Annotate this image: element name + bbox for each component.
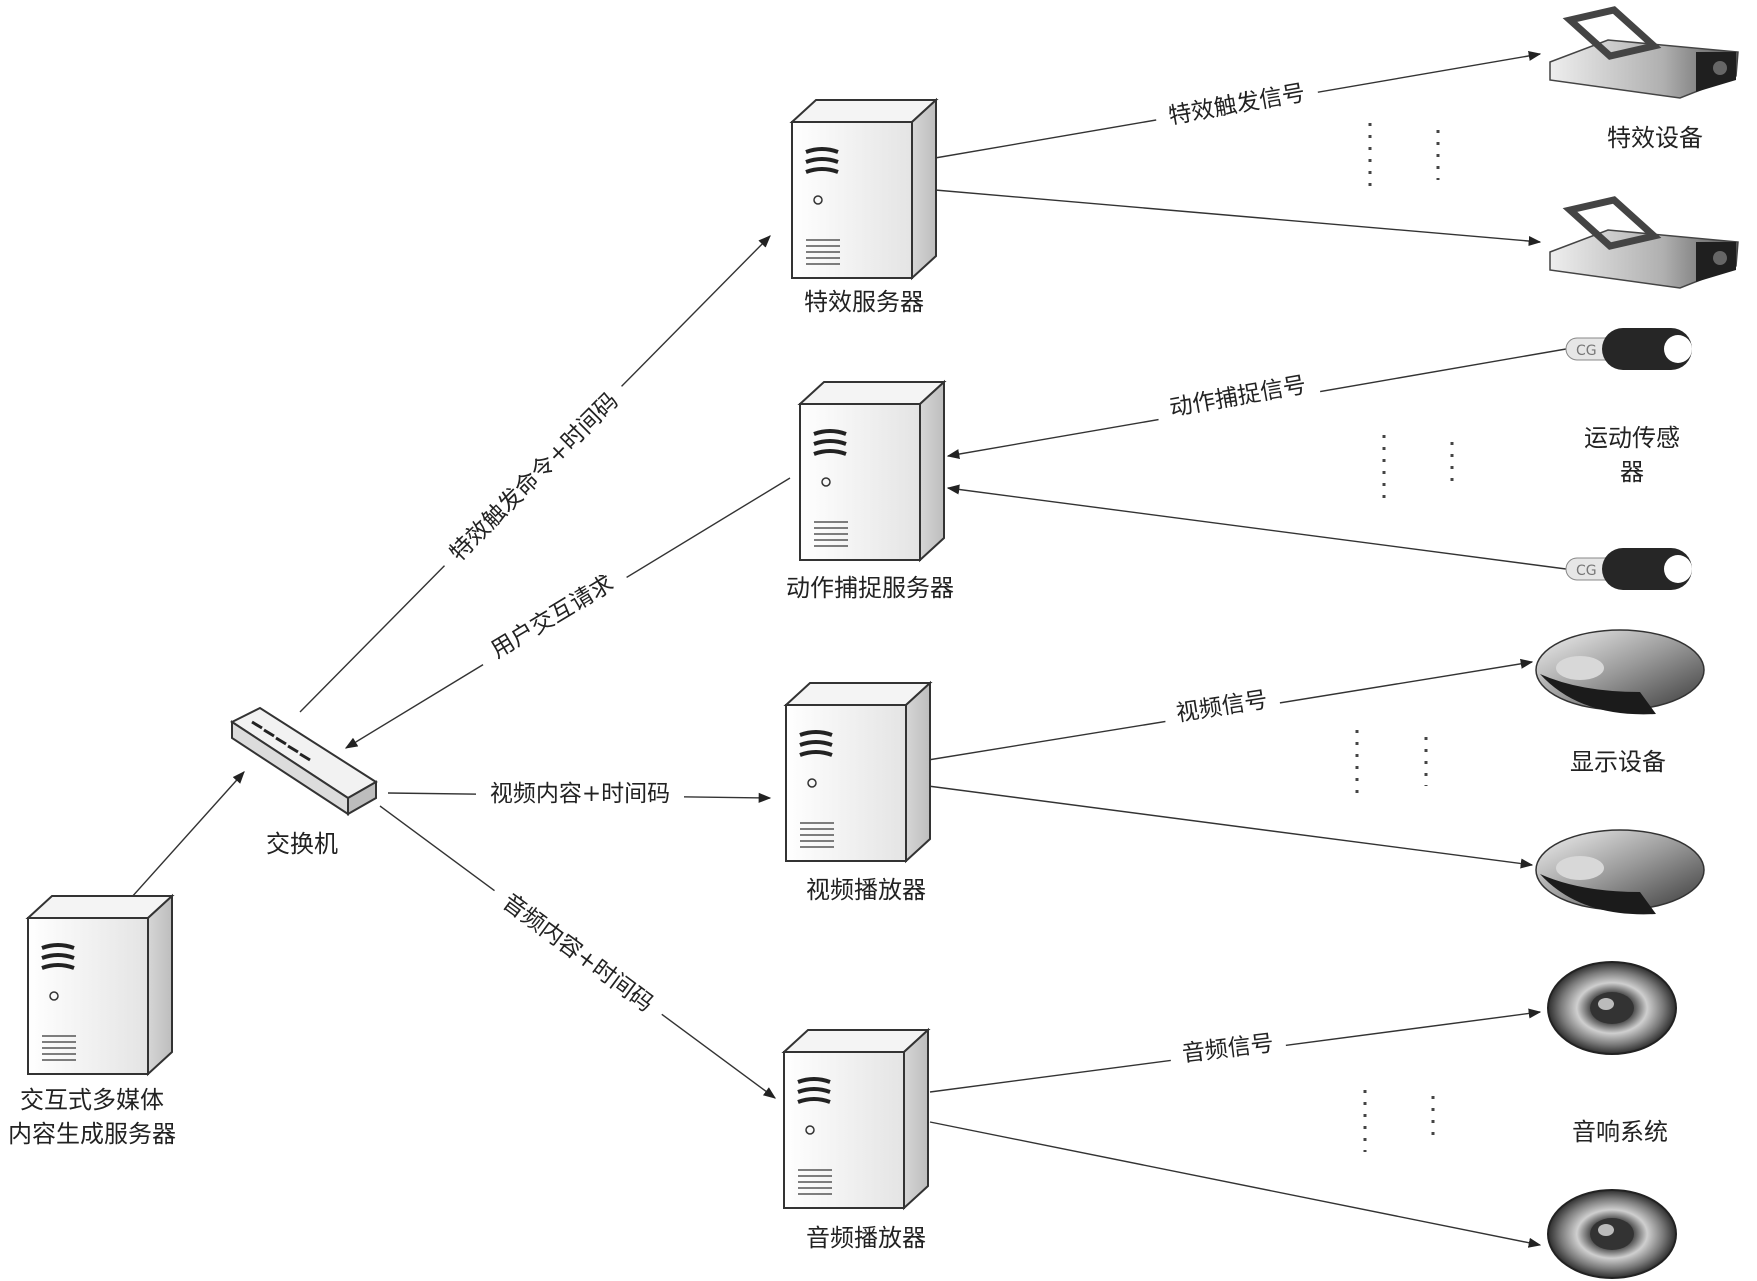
mocap-server-label: 动作捕捉服务器 — [786, 574, 954, 602]
switch: 交换机 — [229, 706, 378, 858]
motion-sensor-label-line2: 器 — [1620, 458, 1644, 486]
fx-device-label: 特效设备 — [1607, 124, 1703, 152]
mocap-server: 动作捕捉服务器 — [786, 380, 954, 602]
server-tower-icon — [790, 98, 938, 280]
content-server-label-line1: 交互式多媒体 — [20, 1086, 164, 1114]
ellipsis-speakers — [1363, 1090, 1435, 1152]
display-device-label: 显示设备 — [1570, 748, 1666, 776]
edge-label-user-request: 用户交互请求 — [487, 570, 619, 663]
edge-label-audio-content: 音频内容+时间码 — [497, 889, 657, 1017]
svg-text:CG: CG — [1576, 563, 1597, 579]
projector-icon — [1535, 829, 1705, 915]
edge-fx-device-2 — [934, 189, 1542, 247]
content-server-label-line2: 内容生成服务器 — [8, 1120, 176, 1148]
server-tower-icon — [798, 380, 946, 562]
projector-icon — [1535, 629, 1705, 715]
motion-sensor-icon: CG — [1565, 328, 1692, 370]
svg-text:CG: CG — [1576, 343, 1597, 359]
server-tower-icon — [784, 681, 932, 863]
speaker-icon — [1547, 1189, 1677, 1279]
switch-label: 交换机 — [266, 830, 338, 858]
edge-label-fx-trigger-cmd: 特效触发命令+时间码 — [445, 388, 623, 566]
fx-device-2 — [1549, 196, 1739, 289]
ellipsis-displays — [1355, 730, 1428, 796]
speaker-1 — [1547, 961, 1677, 1055]
fx-device-1 — [1549, 6, 1739, 99]
display-device-1 — [1535, 629, 1705, 715]
server-tower-icon — [782, 1028, 930, 1210]
edge-display-2 — [927, 785, 1534, 869]
stage-light-icon — [1549, 196, 1739, 289]
speaker-system-label: 音响系统 — [1572, 1118, 1668, 1146]
video-player-label: 视频播放器 — [806, 876, 926, 904]
motion-sensor-icon: CG — [1565, 548, 1692, 590]
audio-player-label: 音频播放器 — [806, 1224, 926, 1252]
network-switch-icon — [229, 706, 378, 816]
speaker-2 — [1547, 1189, 1677, 1279]
motion-sensor-label-line1: 运动传感 — [1584, 424, 1680, 452]
fx-server-label: 特效服务器 — [804, 288, 924, 316]
motion-sensor-1: CG — [1565, 328, 1692, 370]
edge-sensor-2 — [946, 484, 1567, 570]
edge-label-fx-trigger-signal: 特效触发信号 — [1167, 80, 1307, 130]
edge-speaker-2 — [929, 1121, 1542, 1248]
content-server: 交互式多媒体 内容生成服务器 — [8, 894, 176, 1148]
server-tower-icon — [26, 894, 174, 1076]
ellipsis-motion-sensors — [1382, 435, 1454, 500]
stage-light-icon — [1549, 6, 1739, 99]
audio-player: 音频播放器 — [782, 1028, 930, 1252]
fx-server: 特效服务器 — [790, 98, 938, 316]
speaker-icon — [1547, 961, 1677, 1055]
video-player: 视频播放器 — [784, 681, 932, 904]
ellipsis-fx-devices — [1368, 123, 1440, 190]
display-device-2 — [1535, 829, 1705, 915]
edge-label-video-content: 视频内容+时间码 — [490, 781, 670, 807]
edge-label-mocap-signal: 动作捕捉信号 — [1168, 372, 1308, 422]
edge-content-switch — [121, 771, 245, 909]
motion-sensor-2: CG — [1565, 548, 1692, 590]
